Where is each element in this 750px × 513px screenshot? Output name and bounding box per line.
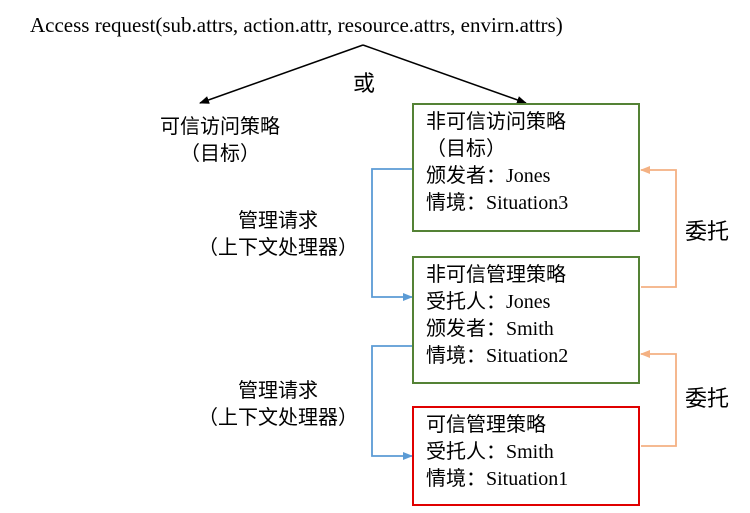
admin-request-label-2: 管理请求 （上下文处理器）: [178, 378, 378, 432]
fork-arrow-right: [362, 44, 527, 104]
delegate-label-1: 委托: [685, 219, 730, 244]
untrusted-access-policy-box: 非可信访问策略 （目标） 颁发者：Jones 情境：Situation3: [412, 103, 640, 232]
access-request-label: Access request(sub.attrs, action.attr, r…: [30, 13, 563, 37]
delegate-connector-2: [640, 350, 677, 447]
box-line: （目标）: [426, 138, 506, 160]
admin-request-title: 管理请求: [238, 380, 318, 402]
box-line: 颁发者：Smith: [426, 318, 554, 340]
box-line: 情境：Situation1: [426, 468, 569, 490]
admin-request-connector-2: [371, 345, 413, 460]
box-line: 情境：Situation3: [426, 192, 569, 214]
admin-request-subtitle: （上下文处理器）: [198, 237, 358, 259]
admin-request-subtitle: （上下文处理器）: [198, 407, 358, 429]
trusted-admin-policy-box: 可信管理策略 受托人：Smith 情境：Situation1: [412, 406, 640, 506]
admin-request-title: 管理请求: [238, 210, 318, 232]
untrusted-admin-policy-box: 非可信管理策略 受托人：Jones 颁发者：Smith 情境：Situation…: [412, 256, 640, 384]
target-subtitle: （目标）: [180, 143, 260, 165]
admin-request-connector-1: [371, 168, 413, 301]
trusted-access-policy-target: 可信访问策略 （目标）: [120, 114, 320, 168]
delegate-connector-1: [640, 166, 677, 288]
box-line: 受托人：Jones: [426, 291, 551, 313]
box-line: 非可信管理策略: [426, 264, 566, 286]
fork-arrow-left: [199, 44, 364, 104]
admin-request-label-1: 管理请求 （上下文处理器）: [178, 208, 378, 262]
target-title: 可信访问策略: [160, 116, 280, 138]
box-line: 受托人：Smith: [426, 441, 554, 463]
box-line: 可信管理策略: [426, 414, 546, 436]
delegate-label-2: 委托: [685, 386, 730, 411]
or-label: 或: [353, 71, 376, 96]
box-line: 颁发者：Jones: [426, 165, 551, 187]
box-line: 情境：Situation2: [426, 345, 569, 367]
box-line: 非可信访问策略: [426, 111, 566, 133]
